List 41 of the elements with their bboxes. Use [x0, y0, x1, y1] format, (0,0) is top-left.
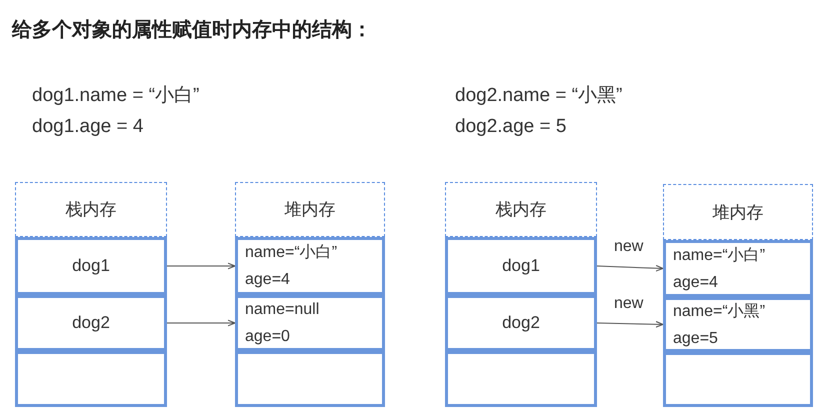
empty-memory-cell [15, 351, 167, 407]
arrow [166, 320, 236, 326]
code-line: dog2.age = 5 [455, 116, 566, 138]
memory-heading: 栈内存 [66, 199, 116, 221]
field-value: name=null [245, 300, 320, 320]
field-value: name=“小白” [673, 246, 766, 266]
field-value: age=5 [673, 328, 718, 348]
code-line: dog1.name = “小白” [32, 84, 200, 108]
memory-cell [235, 295, 385, 351]
memory-cell [15, 237, 167, 295]
empty-memory-cell [445, 351, 597, 407]
title: 给多个对象的属性赋值时内存中的结构： [12, 18, 372, 43]
field-value: age=4 [673, 272, 718, 292]
variable-name: dog1 [502, 256, 540, 276]
arrow [596, 264, 664, 272]
memory-heading: 栈内存 [496, 199, 546, 221]
field-value: age=4 [245, 270, 290, 290]
code-line: dog1.age = 4 [32, 116, 144, 138]
memory-cell [445, 295, 597, 351]
memory-header-box [235, 182, 385, 237]
field-value: age=0 [245, 327, 290, 347]
memory-cell [663, 297, 813, 352]
arrow [596, 321, 664, 328]
memory-cell [15, 295, 167, 351]
memory-cell [663, 240, 813, 297]
code-line: dog2.name = “小黑” [455, 84, 622, 108]
variable-name: dog2 [502, 313, 540, 333]
memory-heading: 堆内存 [712, 202, 764, 224]
empty-memory-cell [235, 351, 385, 407]
variable-name: dog2 [72, 313, 110, 333]
memory-heading: 堆内存 [284, 199, 336, 221]
memory-cell [445, 237, 597, 295]
memory-header-box [15, 182, 167, 237]
memory-header-box [663, 184, 813, 240]
field-value: name=“小白” [245, 242, 338, 263]
variable-name: dog1 [72, 256, 110, 276]
arrow [166, 262, 236, 270]
memory-cell [235, 237, 385, 295]
memory-header-box [445, 182, 597, 237]
field-value: name=“小黑” [673, 302, 766, 322]
empty-memory-cell [663, 352, 813, 407]
